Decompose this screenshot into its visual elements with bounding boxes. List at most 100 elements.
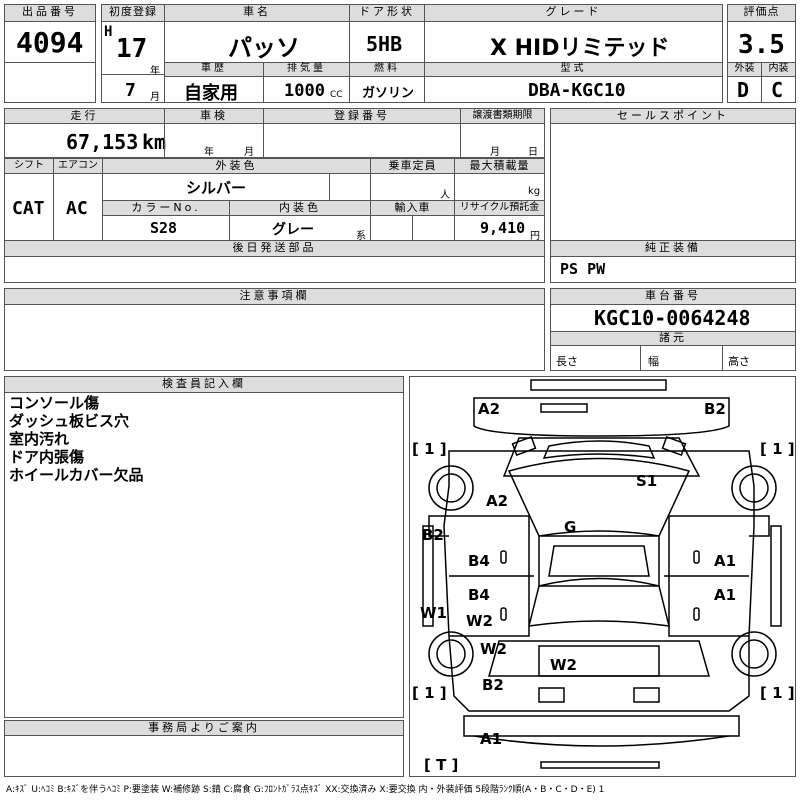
inspection-label: 車検 [164,108,264,124]
equipment: PS PW [560,260,606,278]
mark-front-left: A2 [478,400,501,418]
mark-right-front-door: A1 [714,552,737,570]
mark-front-right: B2 [704,400,726,418]
displacement-unit: CC [330,90,343,100]
int-color-label: 内装色 [229,200,371,216]
reg-no-label: 登録番号 [263,108,461,124]
ext-color-blank [329,173,371,201]
year-unit: 年 [150,66,160,77]
mark-trunk: [ T ] [424,756,459,774]
color-no-label: カラーNo. [102,200,230,216]
ext-color: シルバー [186,179,247,197]
transfer-month-unit: 月 [490,147,500,158]
insp-month-unit: 月 [244,147,254,158]
load-label: 最大積載量 [454,158,545,174]
model-label: 型式 [424,62,723,77]
remark: コンソール傷 [9,394,100,412]
legend: A:ｷｽﾞ U:ﾍｺﾐ B:ｷｽﾞを伴うﾍｺﾐ P:要塗装 W:補修跡 S:錆 … [6,785,605,795]
score-label: 評価点 [727,4,796,22]
door-type: 5HB [366,32,403,56]
mark-rear-bumper: A1 [480,730,503,748]
mark-left-rear-fender: W2 [480,640,507,658]
remark: ドア内張傷 [9,448,85,466]
lot-label: 出品番号 [4,4,96,22]
import-cell [370,215,413,241]
fuel-label: 燃料 [349,62,425,77]
mark-left-fender: A2 [486,492,509,510]
mark-left-rear-quarter: B2 [482,676,504,694]
car-diagram [422,379,782,769]
displacement: 1000 [284,81,325,101]
lot-blank [4,62,96,103]
remark: ダッシュ板ビス穴 [9,412,130,430]
equipment-cell [550,256,796,283]
mark-left-rear-door-2: W2 [466,612,493,630]
era: H [104,24,113,40]
width-label: 幅 [648,355,659,368]
notes-cell [4,304,545,371]
ext-score: D [737,78,750,102]
reg-no-cell [263,123,461,158]
inspector-cell [4,392,404,718]
notes-label: 注意事項欄 [4,288,545,305]
chassis-label: 車台番号 [550,288,796,305]
mark-right-rear-tire: [ 1 ] [760,684,795,702]
month-unit: 月 [150,92,160,103]
transfer-cell [460,123,545,158]
capacity-label: 乗車定員 [370,158,455,174]
import-label: 輸入車 [370,200,455,216]
mark-left-side: B2 [422,526,444,544]
mark-left-skirt: W1 [420,604,447,622]
int-color-suffix: 系 [356,231,366,242]
int-score: C [771,78,784,102]
ext-label: 外装 [727,62,762,77]
history: 自家用 [184,83,238,104]
mark-rear-hatch: W2 [550,656,577,674]
mileage: 67,153 [66,130,139,154]
displacement-label: 排気量 [263,62,350,77]
color-no: S28 [150,219,178,237]
transfer-day-unit: 日 [528,147,538,158]
mark-left-front-door: B4 [468,552,490,570]
office-cell [4,735,404,777]
ac: AC [66,198,88,219]
inspector-label: 検査員記入欄 [4,376,404,393]
int-color: グレー [272,222,314,238]
remark: ホイールカバー欠品 [9,466,144,484]
reg-year: 17 [116,34,148,64]
shift-label: シフト [4,158,54,174]
score: 3.5 [738,30,785,60]
transfer-label: 譲渡書類期限 [460,108,545,124]
load-unit: kg [528,186,541,197]
door-label: ドア形状 [349,4,425,22]
mark-right-rear-door: A1 [714,586,737,604]
inspector-remarks: コンソール傷 ダッシュ板ビス穴 室内汚れ ドア内張傷 ホイールカバー欠品 [9,394,144,484]
mileage-label: 走行 [4,108,165,124]
remark: 室内汚れ [9,430,70,448]
recycle: 9,410 [480,219,526,237]
capacity-unit: 人 [440,190,450,201]
mark-left-front-tire: [ 1 ] [412,440,447,458]
recycle-unit: 円 [530,231,540,242]
mileage-unit: km [142,130,167,154]
car-name-label: 車名 [164,4,350,22]
height-cell [722,345,796,371]
mark-roof: S1 [636,472,658,490]
model-cell [424,76,723,103]
import-cell-2 [412,215,455,241]
height-label: 高さ [728,355,750,368]
shift: CAT [12,198,45,219]
model: DBA-KGC10 [528,80,626,101]
later-parts-label: 後日発送部品 [4,240,545,257]
int-cell [761,76,796,103]
chassis: KGC10-0064248 [594,306,751,330]
mark-left-rear-door: B4 [468,586,490,604]
mark-windshield: G [564,518,577,536]
mark-left-rear-tire: [ 1 ] [412,684,447,702]
specs-label: 諸元 [550,331,796,346]
recycle-label: リサイクル預託金 [454,200,545,216]
sales-point-label: セールスポイント [550,108,796,124]
reg-month: 7 [125,80,136,101]
first-reg-label: 初度登録 [101,4,165,22]
insp-year-unit: 年 [204,147,214,158]
